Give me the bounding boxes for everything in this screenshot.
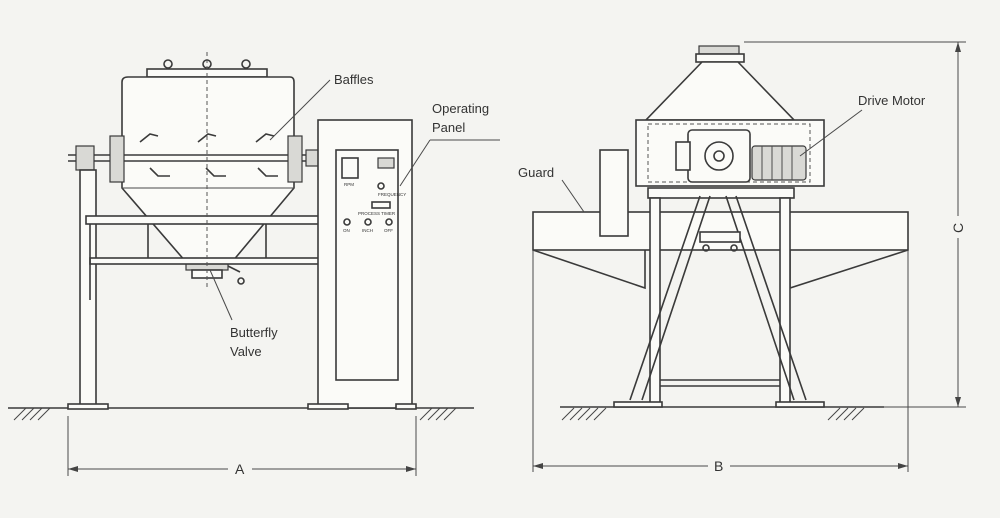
operating-panel <box>335 149 399 381</box>
butterfly-valve-label-2: Valve <box>230 344 262 359</box>
flange-right <box>287 135 303 183</box>
guard-label: Guard <box>518 165 554 180</box>
baffles-label: Baffles <box>334 72 374 87</box>
drive-shaft <box>68 135 330 183</box>
inch-button[interactable] <box>364 218 372 226</box>
baffle <box>255 133 275 143</box>
lid-clamp <box>241 59 251 69</box>
off-button[interactable] <box>385 218 393 226</box>
baffle <box>197 133 217 143</box>
operating-panel-leader <box>399 139 431 187</box>
foot-cabinet-right <box>395 403 417 410</box>
frame-rail-mid <box>89 257 327 265</box>
guard-top <box>532 211 909 251</box>
side-view: Guard Drive Motor C B <box>518 41 966 474</box>
butterfly-valve-label-1: Butterfly <box>230 325 278 340</box>
brace-right <box>725 195 807 401</box>
off-label: OFF <box>384 228 393 233</box>
charging-port <box>698 45 740 55</box>
side-stand <box>613 187 825 408</box>
frequency-knob[interactable] <box>377 182 385 190</box>
brace-left <box>629 195 711 401</box>
guard-right-wing <box>789 249 909 290</box>
baffles-leader <box>269 79 331 141</box>
dimension-b: B <box>714 458 723 474</box>
ground-hatch-right <box>561 407 865 421</box>
operating-panel-label-1: Operating <box>432 101 489 116</box>
motor-body <box>751 145 807 181</box>
drive-motor-leader <box>799 109 863 157</box>
lid-clamp <box>163 59 173 69</box>
ground-hatch-left <box>13 407 457 421</box>
butterfly-valve-leader <box>209 269 233 321</box>
foot-cabinet-left <box>307 403 349 410</box>
front-view: RPM FREQUENCY PROCESS TIMER ON INCH OFF … <box>8 52 500 477</box>
operating-panel-label-2: Panel <box>432 120 465 135</box>
stand-top <box>647 187 795 199</box>
foot-side-left <box>613 401 663 408</box>
process-timer-label: PROCESS TIMER <box>358 211 396 216</box>
flange-left <box>109 135 125 183</box>
timer-display <box>371 201 391 209</box>
on-button[interactable] <box>343 218 351 226</box>
control-cabinet: RPM FREQUENCY PROCESS TIMER ON INCH OFF <box>307 119 417 410</box>
rpm-meter <box>341 157 359 179</box>
on-label: ON <box>343 228 350 233</box>
guard-left-wing <box>532 249 646 290</box>
dimension-a: A <box>235 461 245 477</box>
baffle <box>139 133 159 143</box>
guard-end-plate <box>599 149 629 237</box>
bearing-left <box>75 145 95 171</box>
drive-motor-label: Drive Motor <box>858 93 926 108</box>
foot-side-right <box>775 401 825 408</box>
frequency-display <box>377 157 395 169</box>
dimension-c: C <box>950 223 966 233</box>
foot-left <box>67 403 109 410</box>
vessel-cone <box>644 61 796 121</box>
baffle <box>205 167 226 177</box>
frame-leg-left <box>79 169 97 409</box>
baffle <box>149 167 170 177</box>
drive-motor <box>675 129 807 183</box>
baffle <box>257 167 278 177</box>
frequency-label: FREQUENCY <box>378 192 406 197</box>
rpm-label: RPM <box>344 182 354 187</box>
gearbox <box>687 129 751 183</box>
inch-label: INCH <box>362 228 373 233</box>
frame-rail-top <box>85 215 327 225</box>
guard-leader <box>561 179 585 213</box>
